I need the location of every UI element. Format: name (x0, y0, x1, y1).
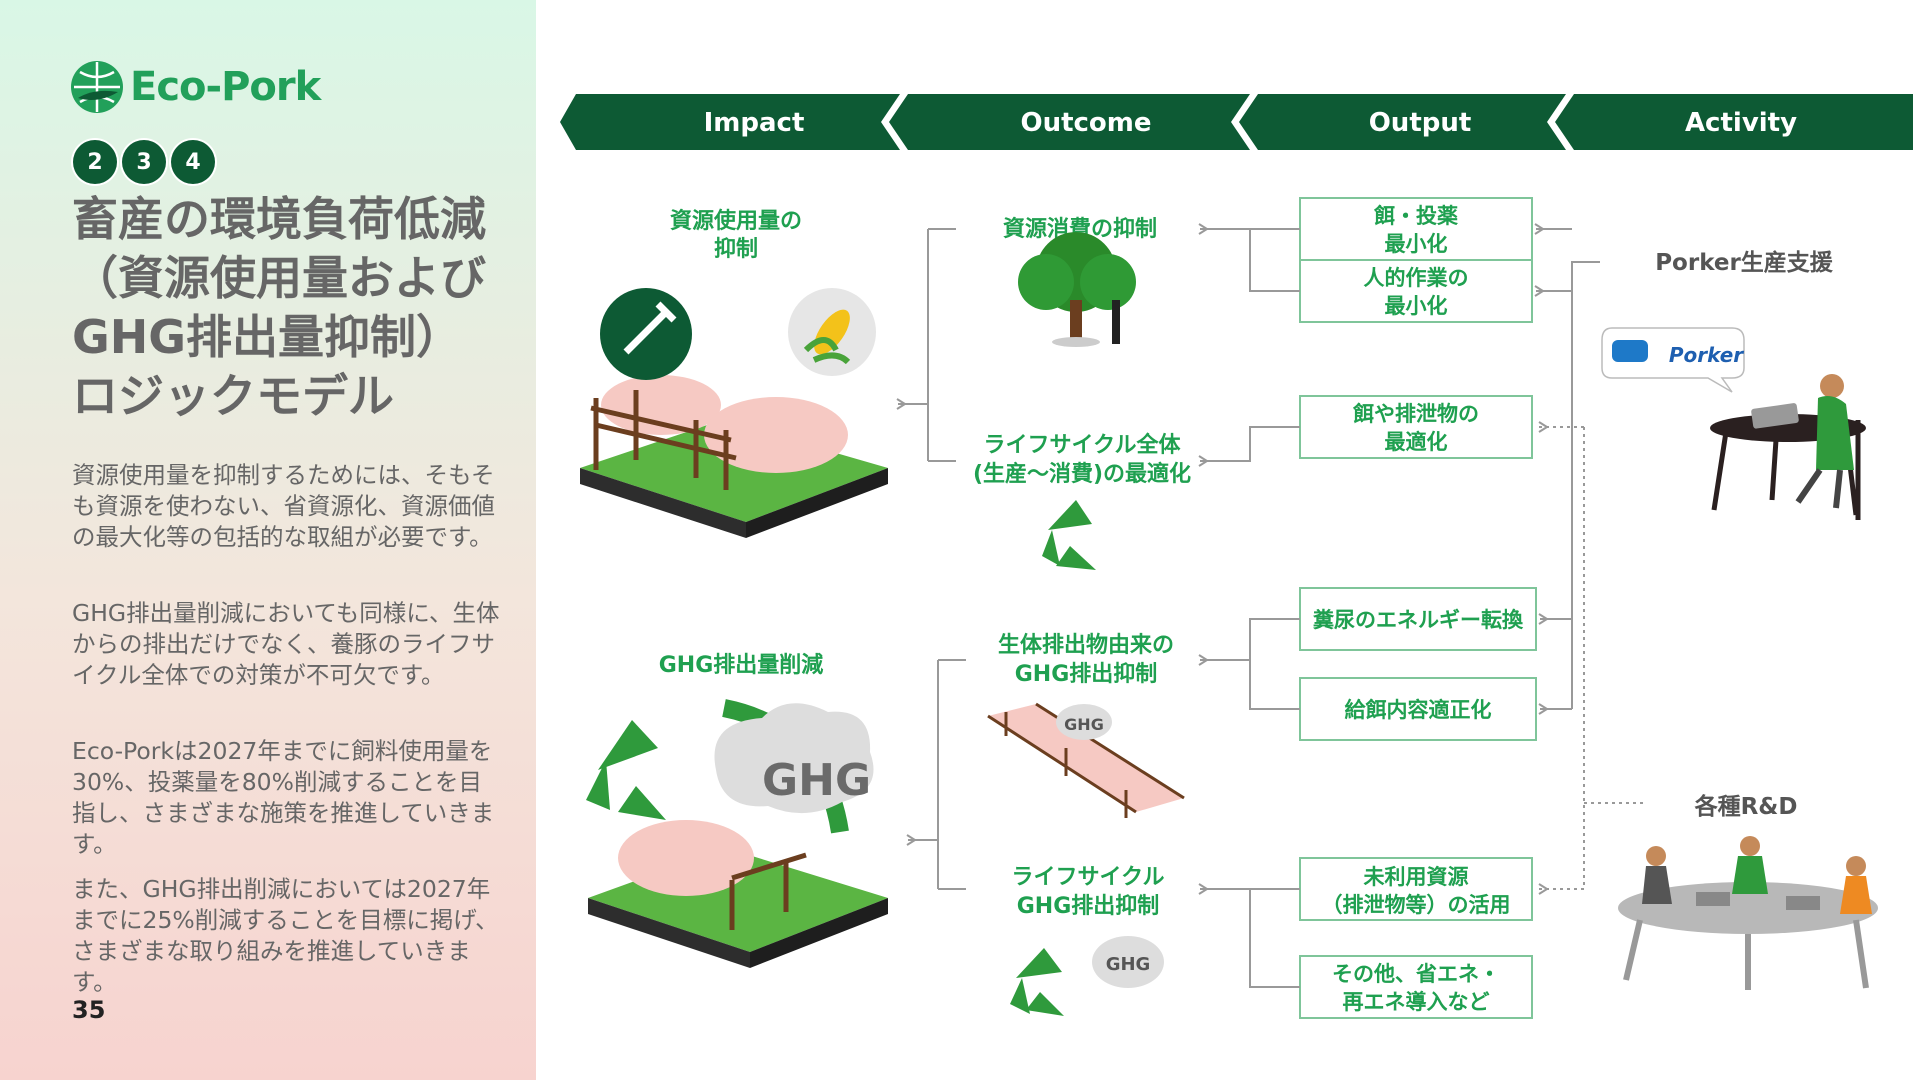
page-number: 35 (72, 996, 106, 1024)
badge-number: 2 (73, 140, 117, 184)
output-text: （排泄物等）の活用 (1322, 893, 1511, 917)
output-box (1299, 955, 1533, 1019)
output-box (1299, 857, 1533, 921)
activity-label-rd: 各種R&D (1694, 793, 1798, 820)
header-bar: Impact Outcome Output Activity (560, 94, 1913, 150)
badge-number: 4 (171, 140, 215, 184)
tree-person-illustration (1018, 232, 1136, 347)
header-segment-impact (560, 94, 900, 150)
team-meeting-illustration (1618, 836, 1878, 990)
output-text: 最小化 (1385, 294, 1448, 318)
output-text: 給餌内容適正化 (1345, 698, 1492, 722)
outcome-label: 生体排出物由来の (998, 632, 1174, 658)
recycle-icon (586, 720, 666, 820)
outcome-label: GHG排出抑制 (1015, 662, 1158, 687)
header-segment-activity (1555, 94, 1913, 150)
output-text: その他、省エネ・ (1332, 962, 1500, 986)
outcome-label: ライフサイクル (1012, 865, 1165, 890)
farm-pigs-illustration (580, 288, 888, 538)
output-box (1299, 259, 1533, 323)
body-paragraph: 資源使用量を抑制するためには、そもそも資源を使わない、省資源化、資源価値の最大化… (72, 461, 495, 551)
page-title: 畜産の環境負荷低減 （資源使用量および GHG排出量抑制） ロジックモデル (72, 192, 486, 423)
output-box (1299, 587, 1537, 651)
impact-label-ghg: GHG排出量削減 (659, 653, 824, 678)
globe-leaf-icon (71, 61, 123, 113)
header-segment-outcome (889, 94, 1250, 150)
porker-logo-icon (1612, 340, 1648, 362)
body-paragraph: Eco-Porkは2027年までに飼料使用量を30%、投薬量を80%削減すること… (72, 737, 495, 858)
porker-app-name: Porker (1669, 343, 1744, 367)
pig-pens-illustration: GHG (987, 702, 1185, 818)
body-paragraph: GHG排出量削減においても同様に、生体からの排出だけでなく、養豚のライフサイクル… (72, 599, 500, 689)
outcome-label: (生産～消費)の最適化 (973, 461, 1191, 487)
connector-lines (896, 223, 1644, 988)
ghg-cloud-text: GHG (1064, 715, 1104, 734)
impact-label-resource: 資源使用量の (670, 208, 802, 234)
brand-name: Eco-Pork (130, 64, 321, 110)
body-paragraph: また、GHG排出削減においては2027年までに25%削減することを目標に掲げ、さ… (72, 875, 499, 996)
output-box (1299, 395, 1533, 459)
impact-label-resource: 抑制 (714, 237, 758, 262)
header-impact: Impact (704, 108, 805, 138)
outcome-label: GHG排出抑制 (1017, 894, 1160, 919)
recycle-icon (1042, 500, 1096, 570)
output-box (1299, 677, 1537, 741)
activity-label-porker: Porker生産支援 (1655, 249, 1834, 276)
header-activity: Activity (1685, 108, 1797, 138)
header-segment-output (1239, 94, 1566, 150)
output-text: 最適化 (1385, 430, 1448, 454)
ghg-cloud-text: GHG (1106, 954, 1151, 975)
header-output: Output (1369, 108, 1472, 138)
logic-model-diagram: Impact Outcome Output Activity 資源使用量の 抑制… (560, 94, 1913, 1019)
output-text: 最小化 (1385, 232, 1448, 256)
outcome-label: ライフサイクル全体 (984, 432, 1182, 458)
output-boxes (1299, 197, 1537, 1019)
ghg-cloud-text: GHG (762, 755, 871, 806)
output-text: 糞尿のエネルギー転換 (1312, 608, 1524, 632)
output-text: 再エネ導入など (1343, 990, 1490, 1014)
porker-app-bubble: Porker (1601, 327, 1745, 393)
output-text: 餌や排泄物の (1352, 402, 1479, 426)
output-text: 未利用資源 (1364, 865, 1469, 889)
badge-group: 2 3 4 (73, 140, 215, 184)
brand-logo: Eco-Pork (68, 58, 321, 116)
badge-number: 3 (122, 140, 166, 184)
recycle-ghg-illustration: GHG (1010, 936, 1164, 1016)
header-outcome: Outcome (1020, 108, 1151, 138)
output-text: 餌・投薬 (1373, 204, 1458, 228)
output-text: 人的作業の (1364, 266, 1469, 290)
ghg-farm-illustration: GHG (586, 699, 888, 968)
person-at-desk-illustration (1710, 374, 1866, 520)
